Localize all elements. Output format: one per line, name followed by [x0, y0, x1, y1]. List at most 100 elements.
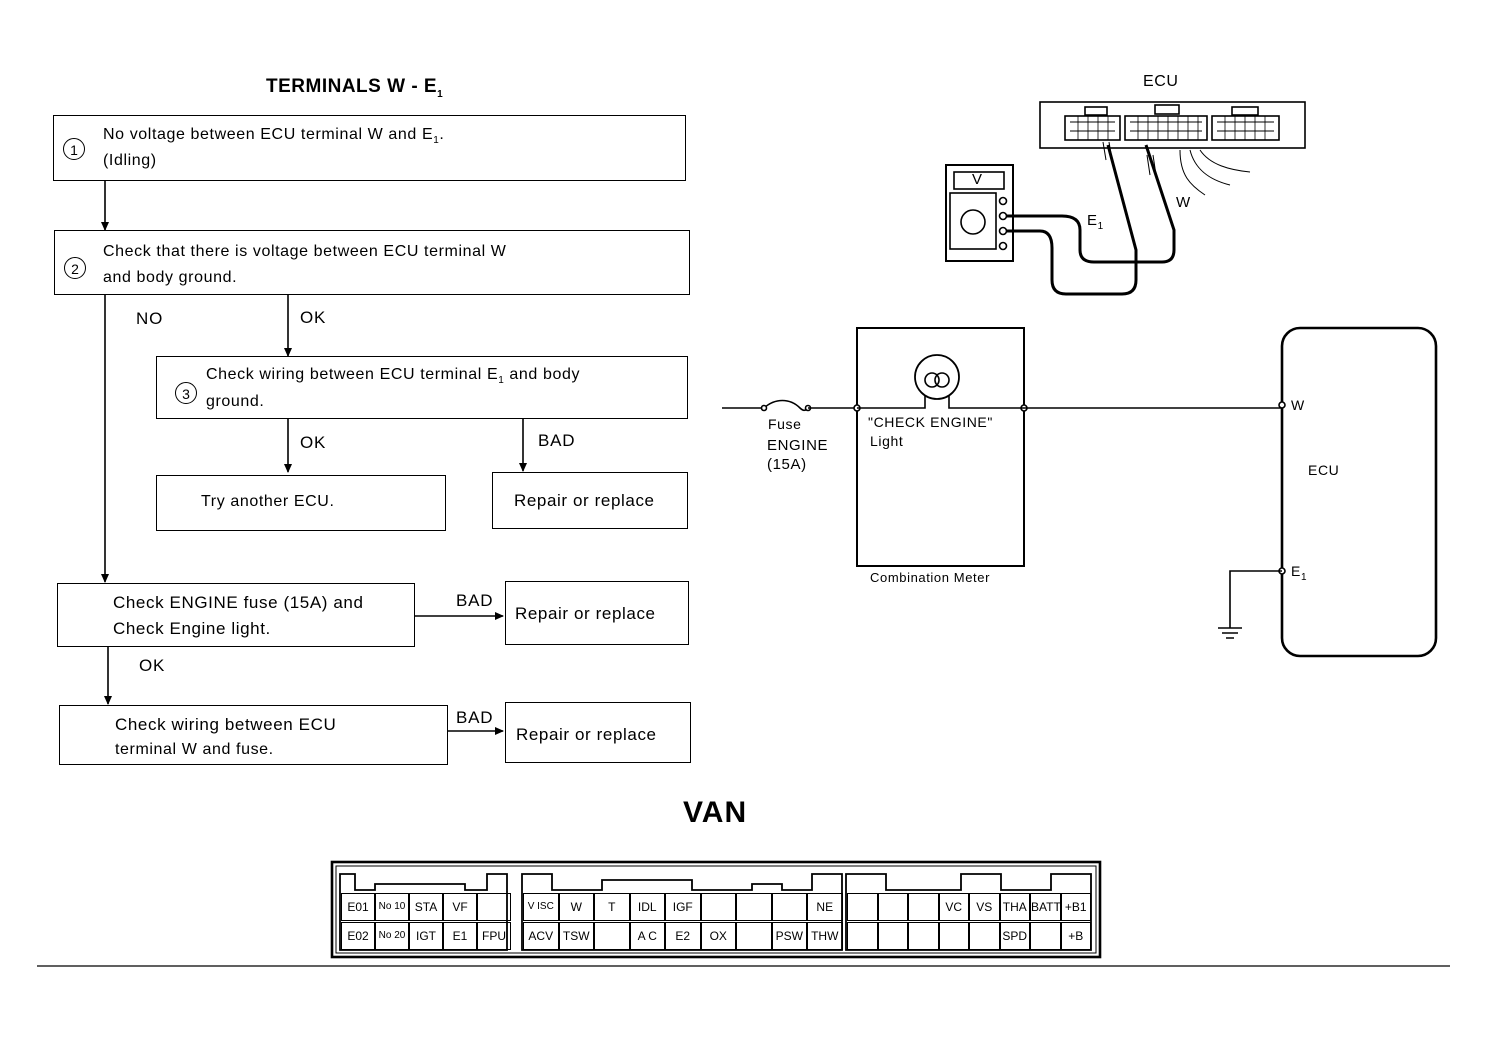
- van-block3-bottom-pin: [938, 922, 969, 950]
- van-block2-bottom-pin: OX: [700, 922, 736, 950]
- van-block2-bottom-pin: TSW: [558, 922, 594, 950]
- check-engine-bulb: [914, 354, 960, 400]
- label-ok-fuse: OK: [139, 656, 166, 675]
- van-block2-top-pin: NE: [807, 893, 843, 921]
- van-block1-top-pin: VF: [443, 893, 477, 921]
- repair-text-2: Repair or replace: [515, 604, 656, 623]
- van-block2-bottom-pin: THW: [807, 922, 843, 950]
- van-block1-bottom-pin: E1: [443, 922, 477, 950]
- van-block2-top-pin: W: [558, 893, 594, 921]
- van-title: VAN: [683, 796, 748, 829]
- van-block2-top-pin: [700, 893, 736, 921]
- van-block2-bottom-pin: PSW: [771, 922, 807, 950]
- van-block2-top-pin: [736, 893, 772, 921]
- step3-text-line1: Check wiring between ECU terminal E1 and…: [206, 366, 581, 387]
- fuse-name: ENGINE: [767, 437, 829, 454]
- step1-text-line2: (Idling): [103, 152, 157, 169]
- van-connector-outer: [330, 860, 1102, 959]
- lead-w-label: W: [1176, 194, 1191, 211]
- van-block1-outline: [339, 873, 508, 951]
- check-engine-light-label-line1: "CHECK ENGINE": [868, 414, 993, 430]
- van-block3-top-pin: [877, 893, 908, 921]
- ecu-circuit-box: [1280, 326, 1438, 658]
- van-block1-bottom-pin: FPU: [477, 922, 511, 950]
- van-block2-top-pin: IGF: [665, 893, 701, 921]
- fuse-check-text-line1: Check ENGINE fuse (15A) and: [113, 593, 364, 612]
- ecu-connector-label: ECU: [1143, 73, 1179, 90]
- van-block2-bottom-pin: [736, 922, 772, 950]
- combination-meter-label: Combination Meter: [870, 570, 991, 585]
- van-block2-top-pin: V ISC: [523, 893, 559, 921]
- ecu-terminal-e1-label: E1: [1291, 563, 1308, 583]
- van-block3-top-pin: [847, 893, 878, 921]
- ecu-connector-body: [1039, 101, 1306, 149]
- van-block1-bottom-pin: No 20: [375, 922, 409, 950]
- label-ok-step2: OK: [300, 308, 327, 327]
- van-block3-top-pin: BATT: [1030, 893, 1061, 921]
- label-bad-step3: BAD: [538, 431, 576, 450]
- lead-e1-label: E1: [1087, 212, 1104, 232]
- van-block3-outline: [845, 873, 1092, 951]
- try-another-ecu-text: Try another ECU.: [201, 493, 335, 510]
- van-block3-bottom-pin: [847, 922, 878, 950]
- step3-text-line2: ground.: [206, 393, 265, 410]
- van-block2-top-pin: [771, 893, 807, 921]
- repair-box-3: [505, 702, 691, 763]
- fuse-check-text-line2: Check Engine light.: [113, 619, 271, 638]
- van-block3-bottom-pin: [908, 922, 939, 950]
- van-block2-bottom-pin: [594, 922, 630, 950]
- van-block1-top-pin: No 10: [375, 893, 409, 921]
- van-block2-bottom-pin: E2: [665, 922, 701, 950]
- ecu-terminal-w-label: W: [1291, 397, 1305, 413]
- van-block1-bottom-pin: IGT: [409, 922, 443, 950]
- van-block1-bottom-pin: E02: [341, 922, 375, 950]
- ecu-circuit-label: ECU: [1308, 462, 1340, 478]
- van-block2-bottom-pin: ACV: [523, 922, 559, 950]
- wiring-check-text-line2: terminal W and fuse.: [115, 741, 274, 758]
- repair-text-3: Repair or replace: [516, 725, 657, 744]
- van-block3-top-pin: VS: [969, 893, 1000, 921]
- fuse-symbol: [763, 399, 809, 412]
- ground-wire: [1229, 570, 1282, 628]
- check-engine-light-label-line2: Light: [870, 433, 904, 449]
- repair-box-1: [492, 472, 688, 529]
- van-block2-top-pin: T: [594, 893, 630, 921]
- step2-text-line2: and body ground.: [103, 269, 238, 286]
- step3-box: [156, 356, 688, 419]
- van-block2-top-pin: IDL: [629, 893, 665, 921]
- wiring-check-text-line1: Check wiring between ECU: [115, 715, 337, 734]
- fuse-label: Fuse: [768, 416, 802, 432]
- step1-box: [53, 115, 686, 181]
- step1-number: 1: [63, 138, 85, 160]
- van-block3-top-pin: THA: [999, 893, 1030, 921]
- fuse-rating: (15A): [767, 456, 807, 473]
- label-bad-wiring: BAD: [456, 708, 494, 727]
- fuse-check-box: [57, 583, 415, 647]
- van-block3-top-pin: VC: [938, 893, 969, 921]
- van-block3-bottom-pin: [877, 922, 908, 950]
- van-block3-top-pin: [908, 893, 939, 921]
- wiring-check-box: [59, 705, 448, 765]
- label-bad-fuse: BAD: [456, 591, 494, 610]
- step1-text-line1: No voltage between ECU terminal W and E1…: [103, 126, 445, 147]
- van-block3-bottom-pin: [1030, 922, 1061, 950]
- step3-number: 3: [175, 382, 197, 404]
- lead-e1: [1007, 144, 1138, 296]
- lead-w: [1007, 144, 1176, 264]
- van-block2-bottom-pin: A C: [629, 922, 665, 950]
- van-block3-top-pin: +B1: [1060, 893, 1091, 921]
- step2-number: 2: [64, 257, 86, 279]
- van-block1-top-pin: [477, 893, 511, 921]
- try-another-ecu-box: [156, 475, 446, 531]
- van-block3-bottom-pin: [969, 922, 1000, 950]
- van-block1-top-pin: E01: [341, 893, 375, 921]
- combination-meter-box: [856, 327, 1025, 567]
- repair-text-1: Repair or replace: [514, 491, 655, 510]
- ground-symbol: [1218, 627, 1242, 639]
- voltmeter-body: [945, 164, 1014, 262]
- van-block1-top-pin: STA: [409, 893, 443, 921]
- voltmeter-label: V: [972, 171, 983, 188]
- step2-box: [54, 230, 690, 295]
- label-ok-step3: OK: [300, 433, 327, 452]
